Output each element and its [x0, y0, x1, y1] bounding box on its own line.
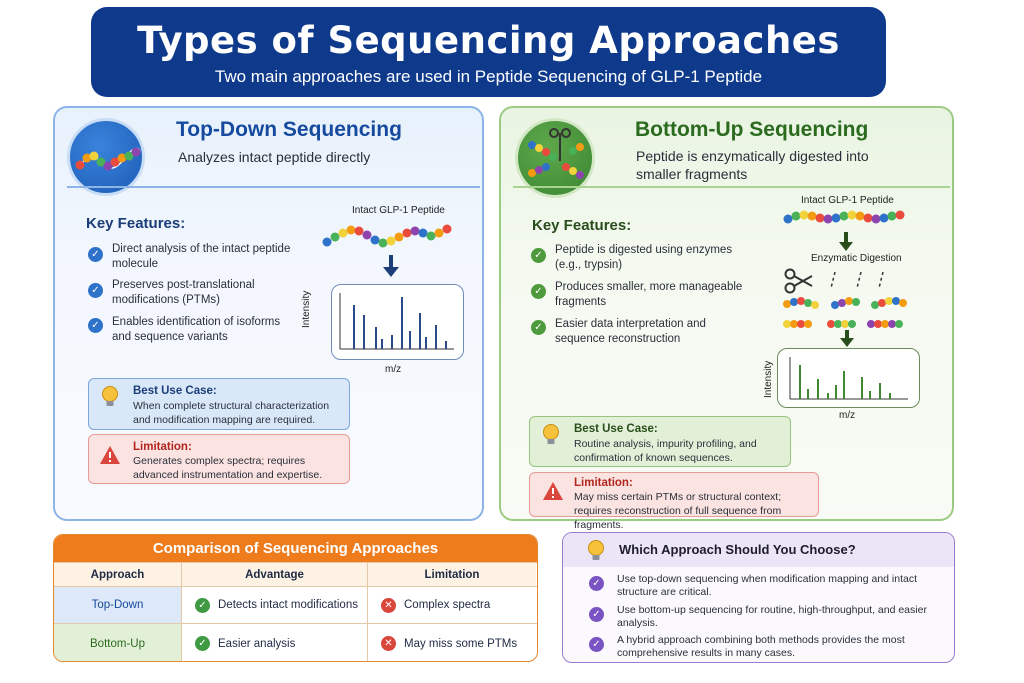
bottom-up-feature-1: Peptide is digested using enzymes (e.g.,… — [555, 244, 733, 271]
bottom-up-x-axis-label: m/z — [839, 410, 856, 421]
comparison-table: Comparison of Sequencing Approaches Appr… — [53, 534, 538, 662]
x-circle-icon: ✕ — [381, 636, 396, 651]
top-down-best-use-text: When complete structural characterizatio… — [133, 400, 330, 426]
choose-approach-title: Which Approach Should You Choose? — [619, 542, 856, 557]
bottom-up-title: Bottom-Up Sequencing — [635, 118, 869, 141]
top-down-y-axis-label: Intensity — [301, 290, 312, 328]
comparison-header-approach: Approach — [54, 563, 182, 586]
top-down-peptide-label: Intact GLP-1 Peptide — [352, 205, 445, 216]
top-down-feature-2: Preserves post-translational modificatio… — [112, 279, 255, 306]
bottom-up-limitation-box: Limitation: May miss certain PTMs or str… — [529, 472, 819, 531]
comparison-advantage-text: Easier analysis — [218, 637, 296, 650]
warning-triangle-icon — [543, 482, 563, 500]
comparison-header-advantage: Advantage — [182, 563, 368, 586]
bottom-up-peptide-label: Intact GLP-1 Peptide — [801, 195, 894, 206]
x-circle-icon: ✕ — [381, 597, 396, 613]
top-down-limitation-box: Limitation: Generates complex spectra; r… — [88, 434, 350, 484]
lightbulb-icon — [588, 540, 604, 560]
top-down-limitation-text: Generates complex spectra; requires adva… — [133, 455, 323, 481]
top-down-x-axis-label: m/z — [385, 364, 402, 375]
top-down-best-use-title: Best Use Case: — [133, 385, 217, 397]
check-circle-icon: ✓ — [195, 597, 210, 613]
top-down-feature-1: Direct analysis of the intact peptide mo… — [112, 243, 291, 270]
top-down-title: Top-Down Sequencing — [176, 118, 402, 141]
comparison-header-limitation: Limitation — [368, 563, 536, 586]
bottom-up-digestion-icon — [515, 118, 595, 198]
check-circle-icon: ✓ — [88, 318, 103, 333]
choose-item-2: Use bottom-up sequencing for routine, hi… — [617, 604, 927, 629]
comparison-header-row: Approach Advantage Limitation — [54, 562, 537, 586]
comparison-limitation-cell: ✕ Complex spectra — [368, 587, 536, 623]
top-down-subtitle: Analyzes intact peptide directly — [178, 149, 371, 165]
check-circle-icon: ✓ — [195, 636, 210, 651]
comparison-approach-cell: Top-Down — [54, 587, 182, 623]
check-circle-icon: ✓ — [589, 637, 604, 652]
bottom-up-digestion-label: Enzymatic Digestion — [811, 253, 902, 264]
top-down-best-use-box: Best Use Case: When complete structural … — [88, 378, 350, 430]
comparison-limitation-text: Complex spectra — [404, 599, 491, 611]
lightbulb-icon — [102, 386, 118, 406]
arrow-down-icon — [840, 330, 854, 347]
page-subtitle: Two main approaches are used in Peptide … — [214, 67, 763, 86]
comparison-title: Comparison of Sequencing Approaches — [54, 535, 537, 562]
top-down-peptide-icon — [67, 118, 145, 196]
check-circle-icon: ✓ — [531, 248, 546, 263]
choose-item-1: Use top-down sequencing when modificatio… — [617, 573, 918, 598]
bottom-up-limitation-text: May miss certain PTMs or structural cont… — [574, 491, 782, 531]
choose-approach-panel: Which Approach Should You Choose? ✓ Use … — [562, 532, 955, 663]
choose-item-3: A hybrid approach combining both methods… — [617, 634, 905, 659]
bottom-up-peptide-fragments — [783, 271, 907, 328]
top-down-divider — [67, 186, 480, 188]
top-down-panel: Top-Down Sequencing Analyzes intact pept… — [53, 106, 484, 521]
choose-approach-header — [563, 533, 954, 567]
bottom-up-limitation-title: Limitation: — [574, 477, 633, 489]
comparison-advantage-text: Detects intact modifications — [218, 599, 358, 611]
bottom-up-spectrum — [777, 348, 920, 408]
check-circle-icon: ✓ — [531, 284, 546, 299]
table-row: Top-Down ✓ Detects intact modifications … — [54, 586, 537, 623]
check-circle-icon: ✓ — [88, 283, 103, 298]
arrow-down-icon — [383, 255, 399, 277]
bottom-up-best-use-box: Best Use Case: Routine analysis, impurit… — [529, 416, 791, 467]
comparison-approach-cell: Bottom-Up — [54, 624, 182, 661]
comparison-limitation-cell: ✕ May miss some PTMs — [368, 624, 536, 661]
top-down-feature-3: Enables identification of isoforms and s… — [112, 316, 281, 343]
bottom-up-subtitle: Peptide is enzymatically digested into s… — [636, 148, 869, 182]
bottom-up-panel: Bottom-Up Sequencing Peptide is enzymati… — [499, 106, 954, 531]
bottom-up-feature-2: Produces smaller, more manageable fragme… — [555, 281, 743, 308]
bottom-up-key-features-title: Key Features: — [532, 217, 632, 234]
check-circle-icon: ✓ — [589, 576, 604, 591]
comparison-limitation-text: May miss some PTMs — [404, 637, 518, 650]
check-circle-icon: ✓ — [589, 607, 604, 622]
bottom-up-divider — [513, 186, 950, 188]
page-title: Types of Sequencing Approaches — [137, 19, 840, 62]
top-down-limitation-title: Limitation: — [133, 441, 192, 453]
check-circle-icon: ✓ — [88, 247, 103, 262]
bottom-up-intact-peptide-chain — [783, 210, 905, 224]
scissors-icon — [784, 268, 813, 294]
warning-triangle-icon — [100, 446, 120, 464]
comparison-advantage-cell: ✓ Easier analysis — [182, 624, 368, 661]
lightbulb-icon — [543, 424, 559, 444]
top-down-intact-peptide-chain — [322, 224, 452, 248]
table-row: Bottom-Up ✓ Easier analysis ✕ May miss s… — [54, 623, 537, 661]
check-circle-icon: ✓ — [531, 320, 546, 335]
bottom-up-y-axis-label: Intensity — [763, 360, 774, 398]
top-down-spectrum — [331, 284, 464, 360]
bottom-up-best-use-title: Best Use Case: — [574, 423, 658, 435]
page-header: Types of Sequencing Approaches Two main … — [91, 7, 886, 97]
bottom-up-best-use-text: Routine analysis, impurity profiling, an… — [574, 438, 757, 464]
arrow-down-icon — [839, 232, 853, 251]
bottom-up-feature-3: Easier data interpretation and sequence … — [555, 318, 706, 345]
top-down-key-features-title: Key Features: — [86, 215, 186, 232]
comparison-advantage-cell: ✓ Detects intact modifications — [182, 587, 368, 623]
